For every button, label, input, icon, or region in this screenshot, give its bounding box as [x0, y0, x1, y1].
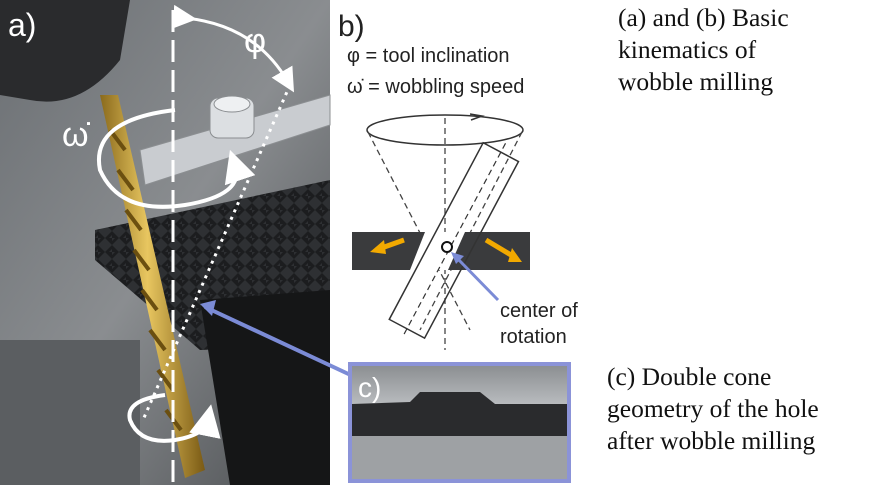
legend-tool-inclination: φ = tool inclination [347, 45, 510, 67]
panel-c-label: c) [358, 372, 381, 403]
drill-tool [100, 95, 205, 478]
blue-pointer-line [204, 305, 358, 380]
center-of-rotation-point [441, 241, 453, 253]
panel-b-schematic: b) φ = tool inclination ω̇ = wobbling sp… [331, 0, 601, 360]
cone-line-right [419, 131, 523, 331]
hole-cross-section [352, 392, 567, 444]
legend-wobbling-speed: ω̇ = wobbling speed [347, 76, 524, 98]
caption-c: (c) Double cone geometry of the hole aft… [607, 362, 819, 455]
phi-symbol: φ [244, 22, 266, 60]
panel-b-label: b) [338, 10, 365, 43]
bottom-rotation-arrow [127, 393, 221, 443]
tool-axis-line [141, 84, 292, 421]
clamp-bar [139, 94, 331, 186]
panel-a-label: a) [8, 7, 36, 43]
panel-c-section: c) [348, 362, 571, 483]
cone-line-left [367, 131, 471, 331]
panel-a-photo: a) φ ω̇ [0, 0, 358, 485]
center-pointer-line [453, 254, 500, 302]
spindle-shape [0, 0, 130, 102]
wobble-ellipse [366, 114, 524, 146]
omega-symbol: ω̇ [62, 116, 91, 154]
phi-angle-arc [171, 4, 295, 93]
workpiece-holder [200, 290, 330, 485]
omega-rotation-arrow [96, 108, 256, 209]
caption-ab: (a) and (b) Basic kinematics of wobble m… [618, 3, 789, 96]
